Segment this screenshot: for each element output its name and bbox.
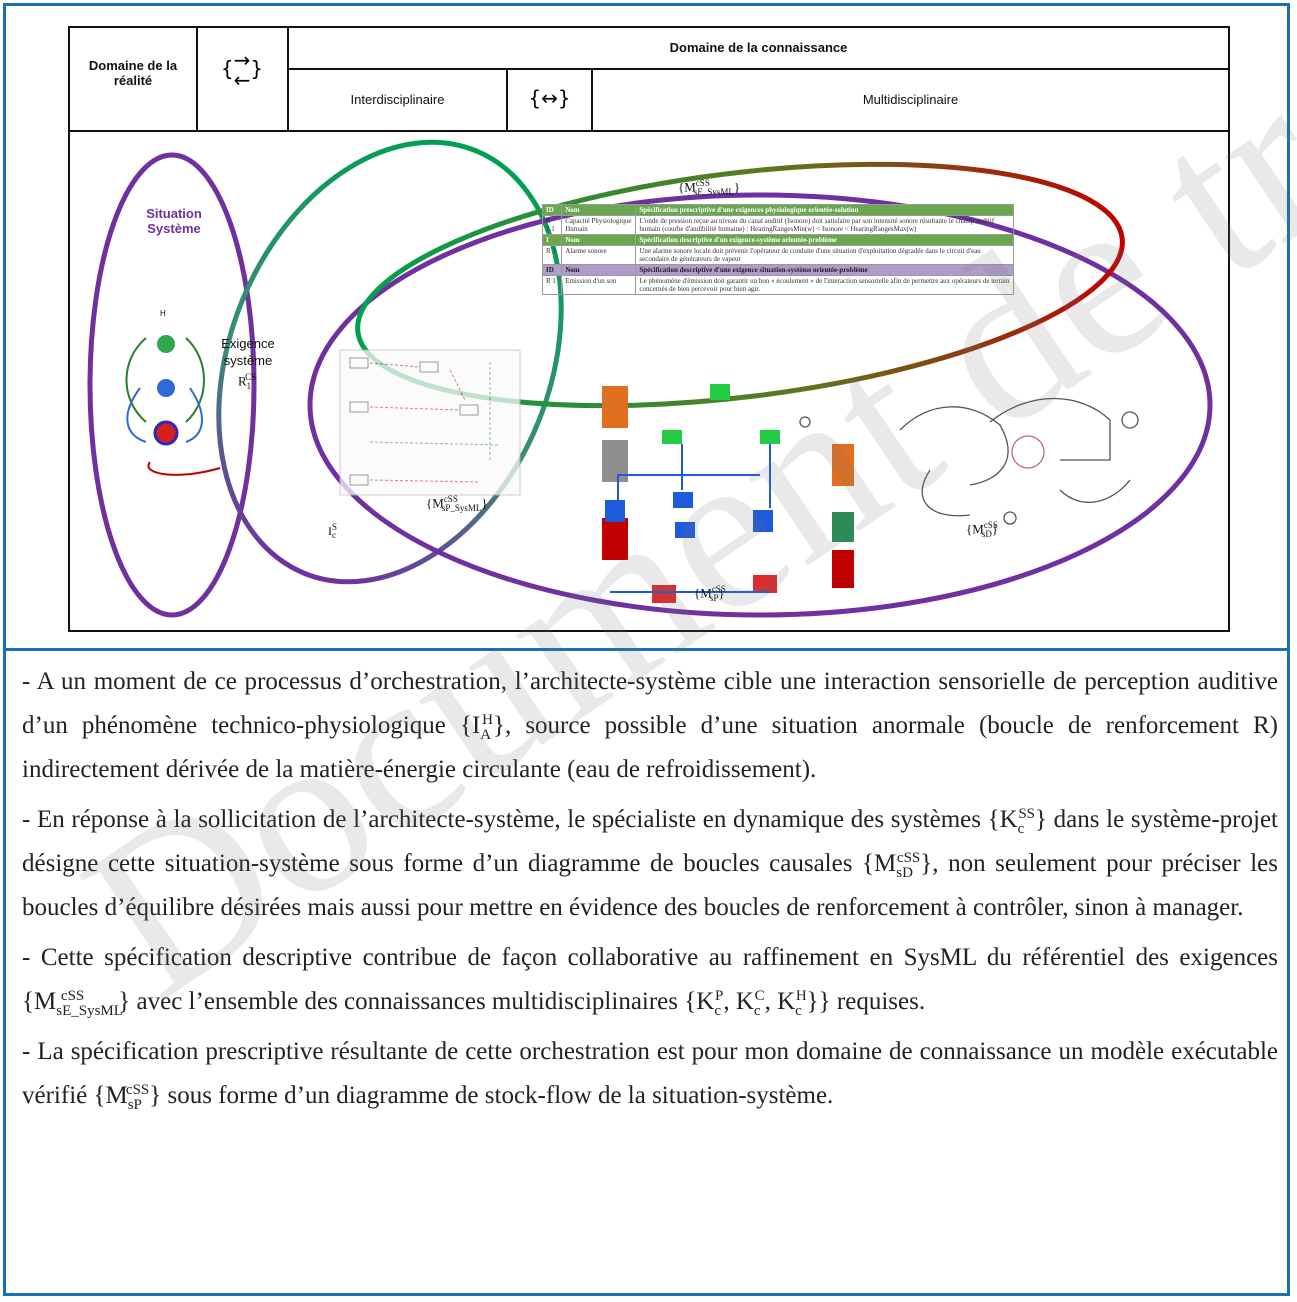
exigence-ellipse: [216, 139, 564, 585]
knowledge-domain-title: Domaine de la connaissance: [669, 40, 848, 55]
loop-graph: [125, 333, 221, 476]
sysml-ellipse: [355, 161, 1125, 409]
model-sysmlreq-label: {McSSsP_SysML}: [426, 494, 488, 513]
exigence-label: Exigence système: [221, 336, 275, 368]
figure: Domaine de la réalité {→←} Domaine de la…: [68, 26, 1230, 632]
node-pp: [153, 420, 179, 446]
ic-label: ISc: [328, 522, 338, 541]
model-stockflow-label: {McSSsP}: [694, 584, 726, 603]
reality-domain-title: Domaine de la réalité: [88, 58, 178, 88]
double-arrow-icon: {↔}: [528, 86, 571, 110]
situation-ellipse: [87, 152, 257, 618]
bidirectional-arrows-icon: {→←}: [220, 48, 264, 92]
model-causal-label: {McSSsD}: [966, 520, 999, 539]
multidisciplinary-label: Multidisciplinaire: [862, 92, 959, 107]
diagram-canvas: [87, 139, 1213, 618]
interdisciplinary-label: Interdisciplinaire: [350, 92, 445, 107]
sysml-requirement-diagram: [339, 349, 521, 496]
paragraph-2: - En réponse à la sollicitation de l’arc…: [22, 805, 1278, 921]
paragraph-4: - La spécification prescriptive résultan…: [22, 1038, 1278, 1113]
node-h: [155, 333, 177, 355]
frame-separator: [3, 648, 1290, 651]
model-sysml-label: {McSSsE_SysML}: [678, 178, 741, 197]
node-c: [155, 377, 177, 399]
paragraph-1: - A un moment de ce processus d’orchestr…: [22, 668, 1278, 783]
stock-flow-diagram: [602, 384, 854, 603]
connaissance-ellipse: [307, 192, 1213, 618]
node-h-label: H: [160, 309, 166, 318]
body-text: - A un moment de ce processus d’orchestr…: [22, 660, 1278, 1124]
exigence-symbol: R1CS: [238, 372, 257, 391]
paragraph-3: - Cette spécification descriptive contri…: [22, 944, 1278, 1019]
figure-header: Domaine de la réalité {→←} Domaine de la…: [70, 28, 1228, 132]
causal-loop-diagram: [799, 397, 1139, 525]
situation-label: Situation Système: [146, 206, 202, 236]
